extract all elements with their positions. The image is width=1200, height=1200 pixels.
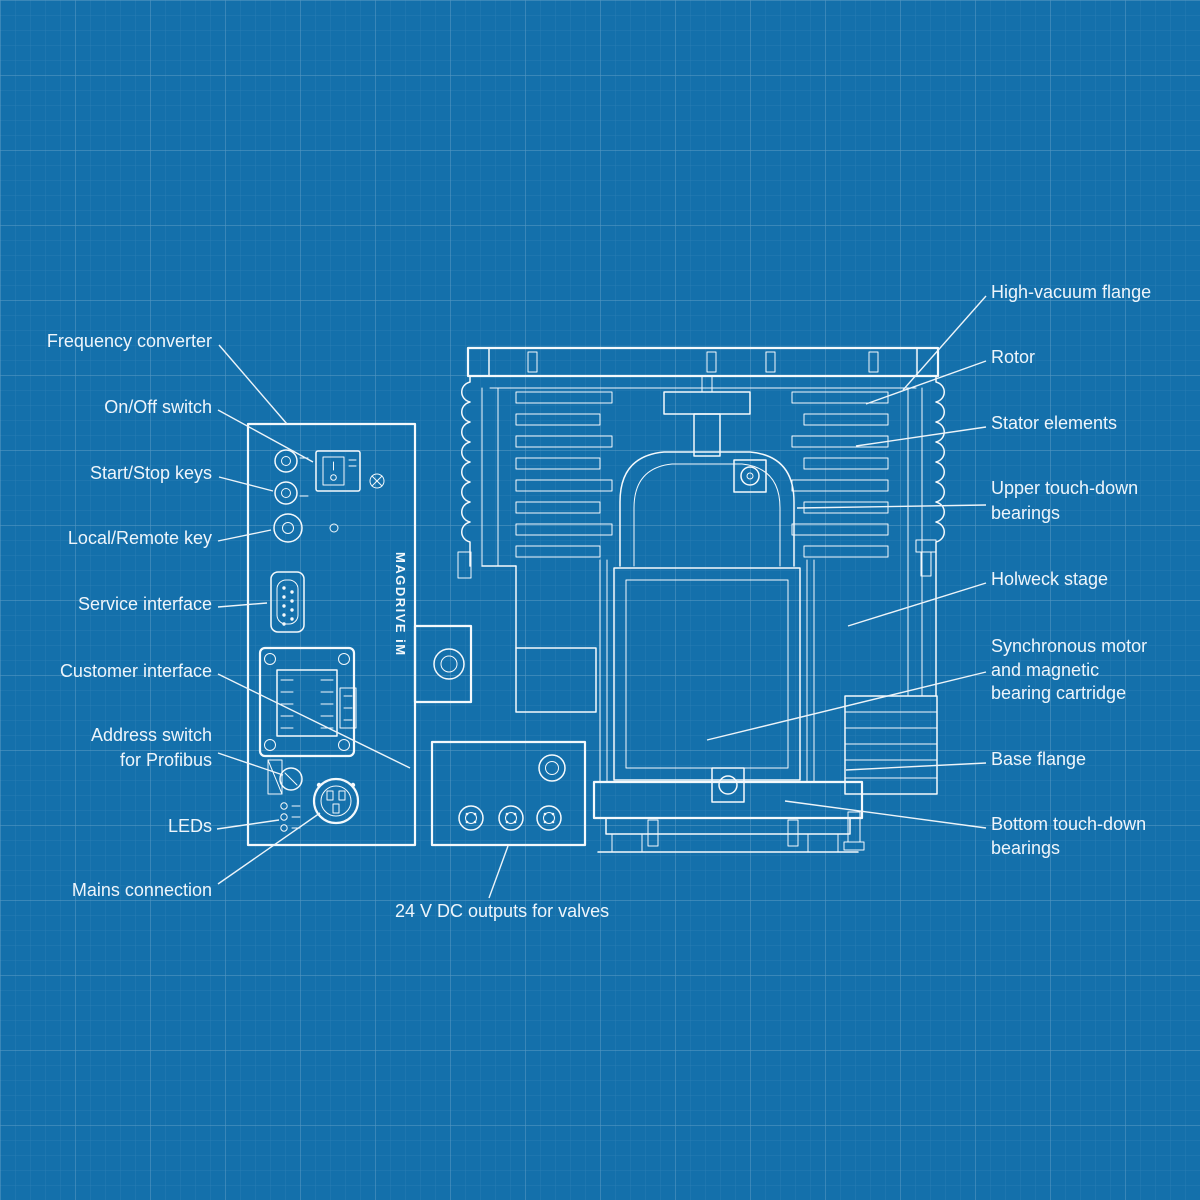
leader-mains-connection [217, 812, 321, 885]
mains-connector [312, 777, 360, 825]
label-bottom-bearings-line1: Bottom touch-down [991, 814, 1146, 834]
magdrive-label: MAGDRIVE iM [393, 552, 408, 657]
screw-head [369, 473, 385, 489]
local-remote-key [273, 513, 339, 543]
upper-touchdown-bearing [733, 459, 767, 493]
label-customer-interface: Customer interface [60, 661, 212, 681]
leader-local-remote-key [217, 529, 272, 542]
leader-rotor [865, 360, 987, 405]
holweck-stage [599, 559, 815, 783]
leader-lines [216, 295, 987, 899]
label-rotor: Rotor [991, 347, 1035, 367]
base-bolt [843, 811, 865, 851]
leader-leds [216, 819, 280, 830]
motor-cartridge [613, 567, 801, 781]
label-base-flange: Base flange [991, 749, 1086, 769]
labels-left: Frequency converter On/Off switch Start/… [47, 331, 212, 900]
start-stop-keys [274, 449, 309, 505]
service-interface-connector [270, 571, 305, 633]
labels-right: High-vacuum flange Rotor Stator elements… [991, 282, 1151, 858]
pump-cross-section [457, 346, 945, 853]
leader-base-flange [845, 762, 987, 771]
leader-start-stop-keys [218, 476, 274, 492]
mounting-block [413, 624, 473, 704]
label-stator-elements: Stator elements [991, 413, 1117, 433]
stator-stack-right [791, 391, 889, 558]
label-holweck-stage: Holweck stage [991, 569, 1108, 589]
label-upper-bearings-line1: Upper touch-down [991, 478, 1138, 498]
labels-bottom: 24 V DC outputs for valves [395, 901, 609, 921]
label-motor-line3: bearing cartridge [991, 683, 1126, 703]
address-switch [267, 759, 303, 795]
leader-motor-cartridge [706, 671, 987, 741]
rotor [619, 391, 795, 567]
leader-frequency-converter [218, 344, 288, 425]
on-off-switch [315, 450, 361, 492]
label-dc-outputs: 24 V DC outputs for valves [395, 901, 609, 921]
leader-service-interface [217, 602, 268, 608]
bottom-touchdown-bearing [711, 767, 745, 803]
leader-bottom-bearings [784, 800, 987, 829]
label-local-remote-key: Local/Remote key [68, 528, 212, 548]
leader-dc-outputs [488, 845, 509, 899]
label-motor-line1: Synchronous motor [991, 636, 1147, 656]
label-bottom-bearings-line2: bearings [991, 838, 1060, 858]
label-high-vacuum-flange: High-vacuum flange [991, 282, 1151, 302]
leader-stator-elements [855, 426, 987, 447]
high-vacuum-flange [466, 346, 940, 393]
valve-output-box [430, 740, 587, 847]
casing-left-wall [457, 375, 597, 713]
casing-right-wall [907, 375, 945, 697]
label-motor-line2: and magnetic [991, 660, 1099, 680]
leader-customer-interface [217, 673, 411, 769]
stator-stack-left [515, 391, 613, 558]
leader-holweck-stage [847, 582, 987, 627]
base-flange [592, 780, 864, 853]
leader-upper-bearings [796, 504, 987, 509]
label-on-off-switch: On/Off switch [104, 397, 212, 417]
label-upper-bearings-line2: bearings [991, 503, 1060, 523]
label-frequency-converter: Frequency converter [47, 331, 212, 351]
leader-address-switch [217, 752, 284, 776]
label-start-stop-keys: Start/Stop keys [90, 463, 212, 483]
label-mains-connection: Mains connection [72, 880, 212, 900]
label-service-interface: Service interface [78, 594, 212, 614]
leader-on-off-switch [217, 409, 314, 463]
leader-high-vacuum-flange [902, 295, 987, 391]
label-leds: LEDs [168, 816, 212, 836]
label-address-switch-line1: Address switch [91, 725, 212, 745]
label-address-switch-line2: for Profibus [120, 750, 212, 770]
frequency-converter-unit: MAGDRIVE iM [246, 422, 587, 847]
base-rib-block [844, 695, 938, 795]
